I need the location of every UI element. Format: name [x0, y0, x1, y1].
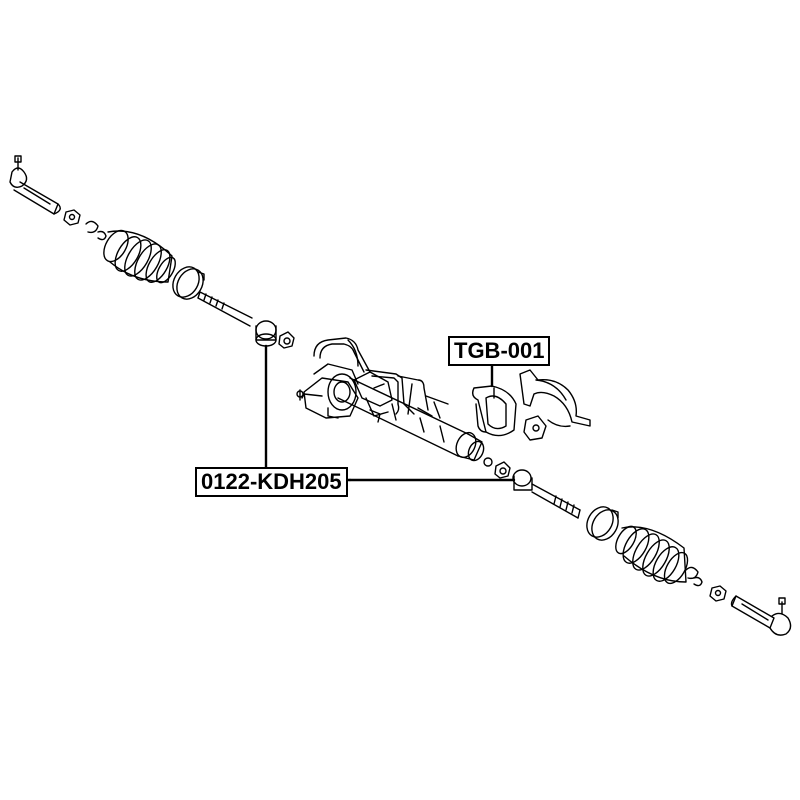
left-clip	[85, 220, 107, 241]
right-rack-boot	[615, 525, 689, 585]
left-rack-boot	[103, 229, 176, 284]
right-boot-clamp	[586, 506, 619, 541]
right-lock-nut	[709, 585, 727, 602]
right-clip	[685, 566, 703, 587]
right-lock-washer	[494, 461, 511, 479]
part-callout-tgb-001: TGB-001	[448, 336, 551, 366]
steering-gear-housing	[296, 337, 493, 467]
part-callout-0122-kdh205: 0122-KDH205	[195, 467, 348, 497]
rack-mount-bracket	[519, 369, 591, 441]
left-tie-rod-end	[9, 155, 61, 215]
right-inner-tie-rod	[512, 469, 581, 519]
right-tie-rod-end	[730, 595, 792, 636]
left-lock-washer	[278, 331, 295, 349]
left-inner-tie-rod	[197, 291, 277, 347]
left-boot-clamp	[172, 266, 205, 300]
rack-mount-bushing	[471, 385, 517, 437]
left-lock-nut	[63, 209, 81, 226]
